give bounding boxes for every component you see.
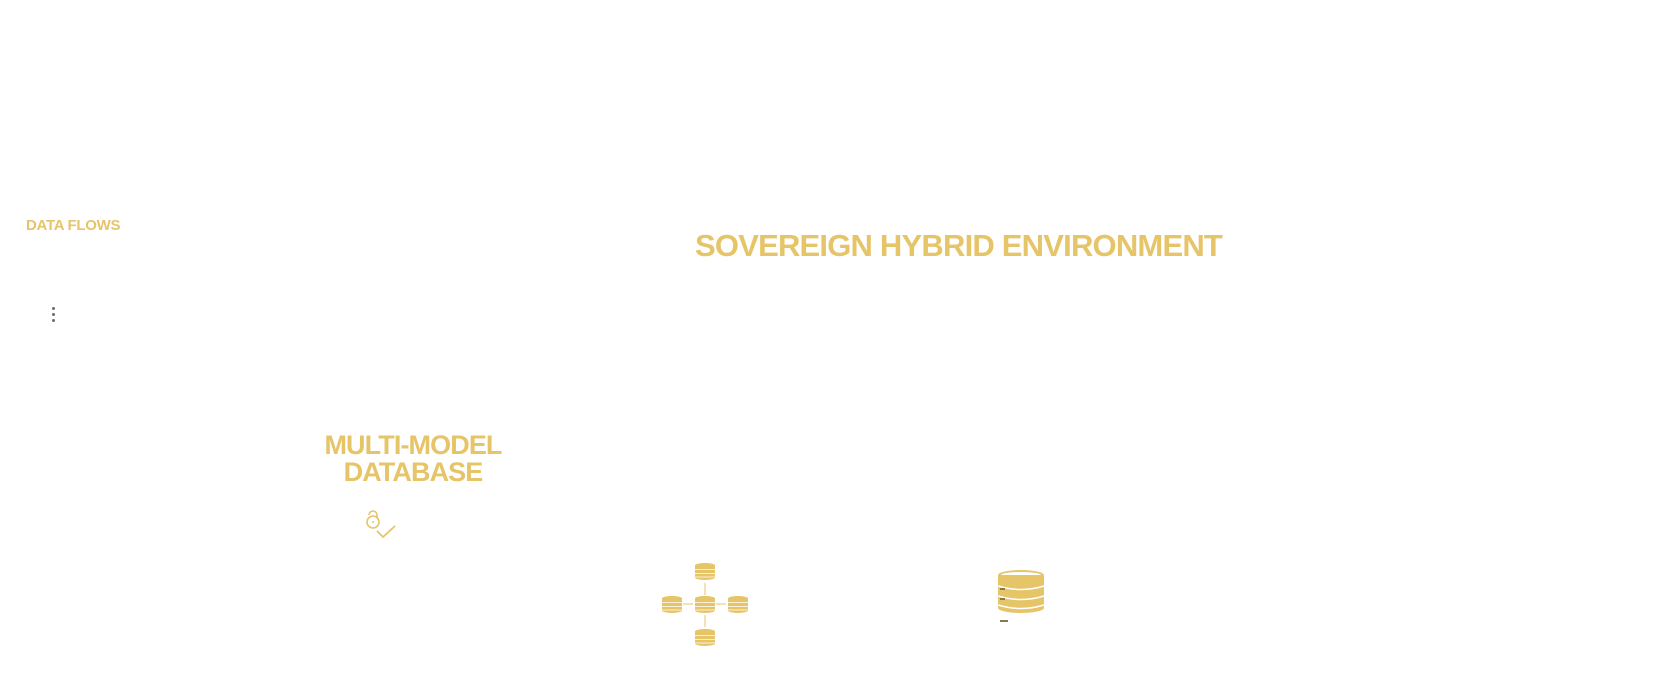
page-title: SOVEREIGN HYBRID ENVIRONMENT (695, 228, 1223, 263)
kebab-menu-icon[interactable] (46, 307, 60, 331)
section-title: MULTI-MODEL DATABASE (324, 430, 502, 487)
lock-check-icon (366, 510, 396, 539)
database-network-icon (661, 563, 749, 647)
sidebar-title: DATA FLOWS (26, 217, 121, 234)
database-stack-icon (997, 570, 1045, 622)
